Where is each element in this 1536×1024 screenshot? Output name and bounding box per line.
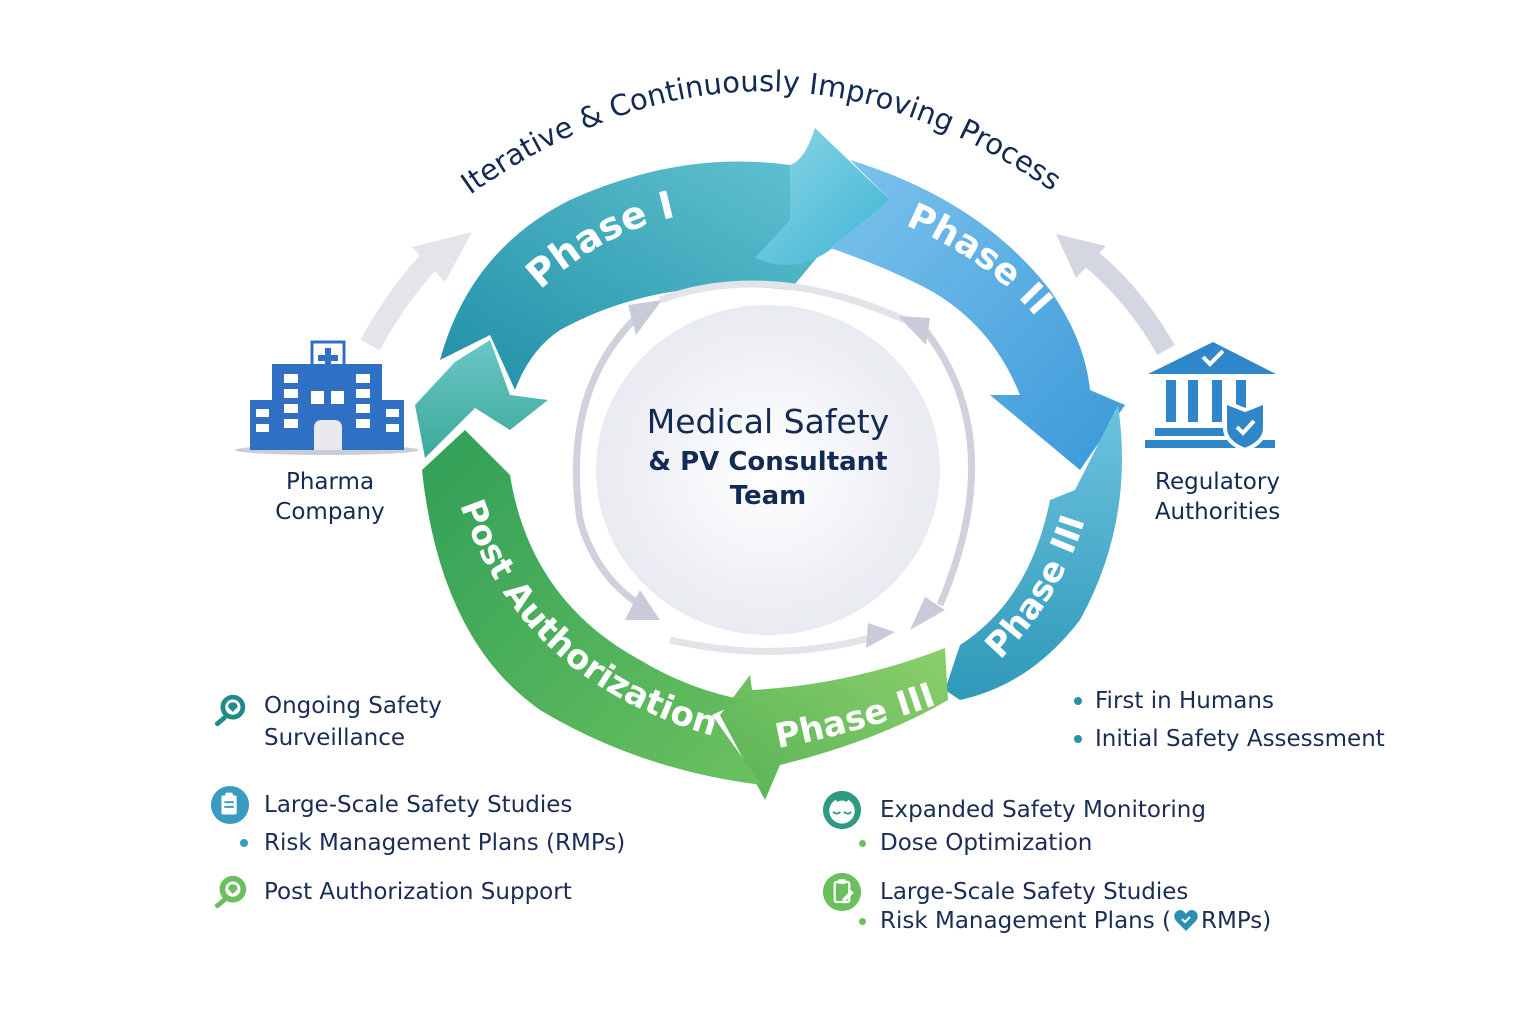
phase-1-arrowhead — [755, 128, 890, 265]
pharma-company-label: Pharma Company — [250, 467, 410, 527]
list-item: Risk Management Plans ( RMPs) — [859, 908, 1271, 934]
outer-arrow-right — [1056, 234, 1175, 355]
list-item-text: Large-Scale Safety Studies — [264, 792, 573, 818]
post-authorization-arrowhead — [415, 340, 548, 458]
phase-3-bottom-segment[interactable] — [720, 648, 948, 800]
pharma-label-line2: Company — [275, 499, 385, 525]
inner-arrow-right — [922, 327, 976, 607]
phase-3-right-segment[interactable] — [945, 405, 1123, 700]
heart-icon — [1173, 909, 1199, 933]
magnifier-icon — [210, 690, 250, 730]
post-authorization-segment[interactable] — [422, 430, 762, 785]
list-item-text: Large-Scale Safety Studies — [880, 879, 1189, 905]
list-item: First in Humans — [1074, 688, 1274, 714]
regulatory-label-line1: Regulatory — [1155, 469, 1280, 495]
center-team: Team — [730, 481, 807, 511]
government-building-shield-icon — [1145, 342, 1276, 453]
face-monitor-icon — [822, 790, 862, 830]
inner-arrow-bottom — [669, 631, 882, 655]
list-item: Initial Safety Assessment — [1074, 726, 1385, 752]
phase-2-segment[interactable] — [830, 160, 1125, 470]
list-item-text: Post Authorization Support — [264, 879, 572, 905]
bullet-dot — [240, 839, 248, 847]
pharma-label-line1: Pharma — [285, 469, 375, 495]
magnifier-icon — [210, 872, 250, 912]
phase-1-segment[interactable] — [440, 161, 840, 390]
hospital-building-icon — [235, 340, 419, 455]
list-item-text-suffix: RMPs) — [1201, 908, 1272, 934]
regulatory-authorities-label: Regulatory Authorities — [1130, 467, 1305, 527]
bullet-dot — [859, 839, 866, 847]
list-item-text: Ongoing Safety — [264, 693, 442, 719]
list-item: Dose Optimization — [859, 830, 1092, 856]
inner-arrowhead-bottom — [866, 623, 895, 648]
list-item-text: First in Humans — [1095, 688, 1274, 714]
center-title: Medical Safety — [647, 402, 889, 441]
list-item: Post Authorization Support — [210, 872, 572, 912]
inner-arrow-top — [658, 280, 907, 324]
bullet-dot — [1074, 735, 1082, 743]
clipboard-check-icon — [822, 872, 862, 912]
list-item-text-line2: Surveillance — [264, 725, 406, 751]
list-item: Ongoing Safety Surveillance — [210, 690, 442, 754]
list-item-text: Risk Management Plans ( — [880, 908, 1172, 934]
inner-cycle-arrows — [572, 280, 976, 655]
list-item: Risk Management Plans (RMPs) — [240, 830, 625, 856]
center-hub — [596, 305, 940, 635]
regulatory-label-line2: Authorities — [1154, 499, 1281, 525]
bullet-dot — [859, 917, 866, 925]
clipboard-icon — [210, 785, 250, 825]
inner-arrowhead-bottom-right — [910, 597, 945, 630]
inner-arrowhead-top-right — [898, 316, 930, 345]
list-item-text: Initial Safety Assessment — [1095, 726, 1385, 752]
center-subtitle: & PV Consultant — [648, 447, 887, 477]
outer-arrow-left — [360, 232, 472, 351]
list-item-text: Dose Optimization — [880, 830, 1093, 856]
list-item: Large-Scale Safety Studies — [822, 872, 1188, 912]
inner-arrowhead-bottom-left — [625, 590, 660, 620]
inner-arrow-left — [572, 302, 653, 608]
bullet-dot — [1074, 697, 1082, 705]
inner-arrowhead-top-left — [628, 300, 662, 335]
list-item: Large-Scale Safety Studies — [210, 785, 572, 825]
list-item: Expanded Safety Monitoring — [822, 790, 1206, 830]
list-item-text: Risk Management Plans (RMPs) — [264, 830, 626, 856]
list-item-text: Expanded Safety Monitoring — [880, 797, 1206, 823]
